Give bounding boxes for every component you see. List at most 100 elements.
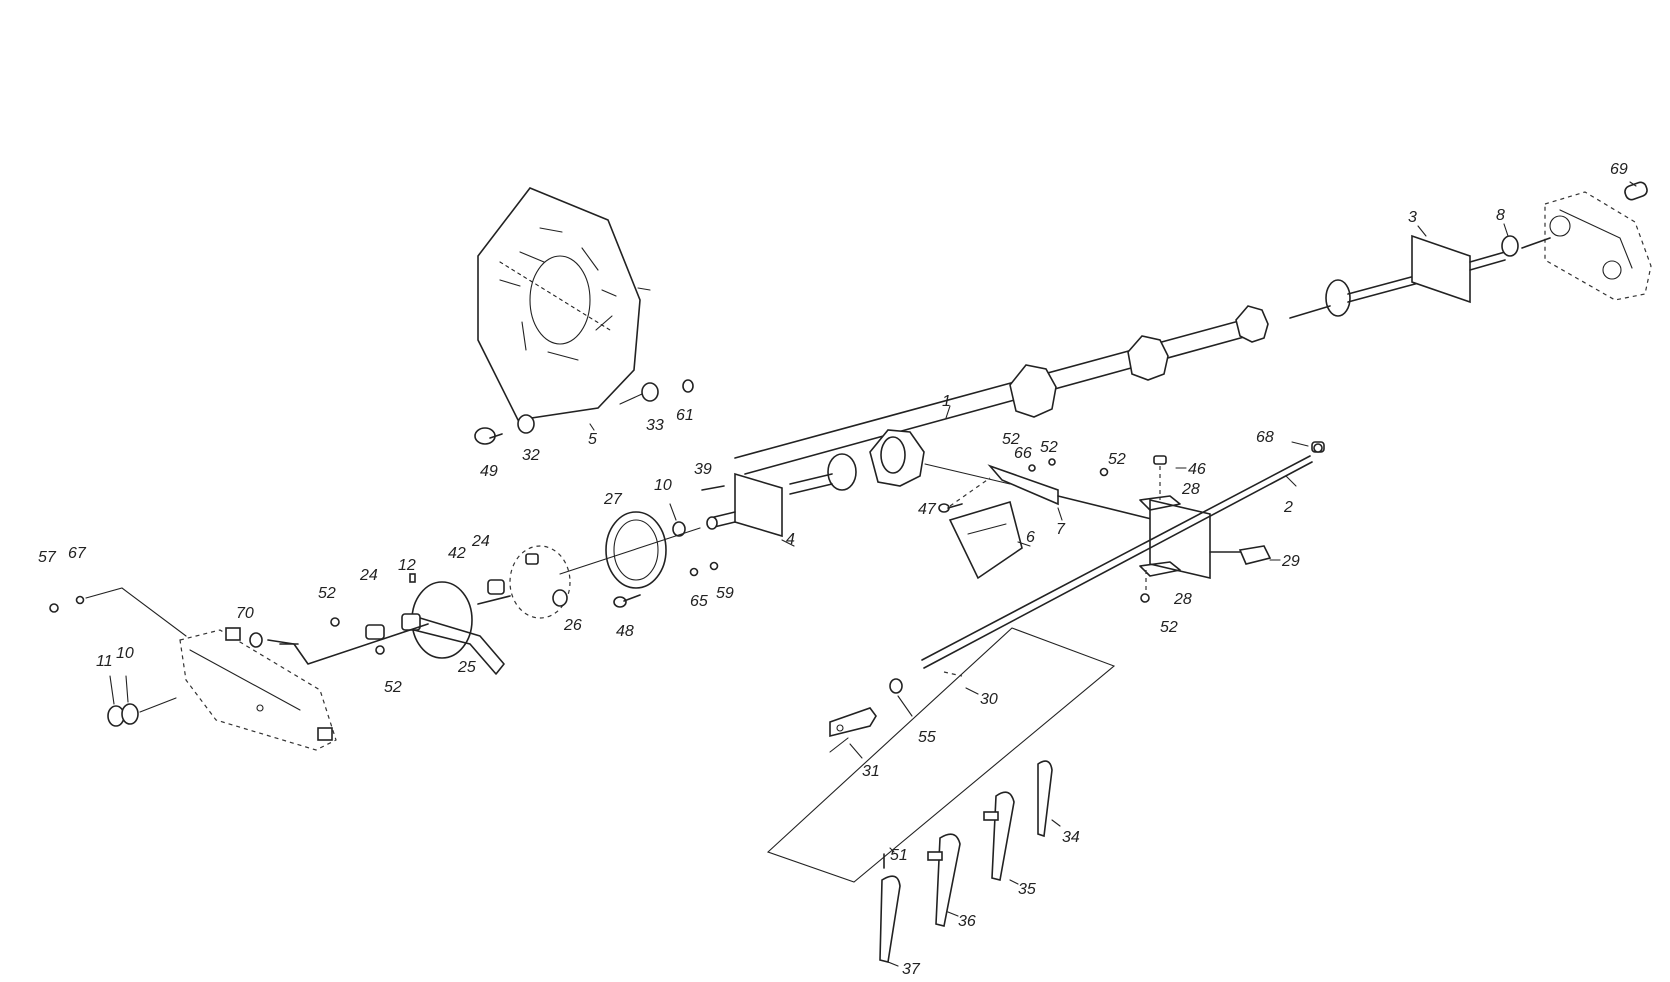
nut-52-bracket — [1048, 458, 1056, 466]
label-27: 27 — [603, 491, 623, 508]
label-5: 5 — [588, 431, 597, 448]
label-24-right: 24 — [471, 533, 490, 550]
label-7: 7 — [1056, 521, 1066, 538]
flange-plate-4 — [706, 472, 783, 538]
octagon-panel-5 — [477, 187, 651, 421]
label-26: 26 — [563, 617, 582, 634]
tine-36 — [927, 833, 961, 927]
tine-plane — [766, 627, 1116, 883]
pin-30 — [943, 671, 963, 677]
label-1: 1 — [942, 393, 951, 410]
crank-31 — [829, 707, 877, 753]
nut-59 — [709, 561, 719, 571]
label-57: 57 — [38, 549, 57, 566]
label-3: 3 — [1408, 209, 1417, 226]
label-11: 11 — [96, 653, 113, 670]
lever-arm — [267, 623, 429, 665]
nut-68 — [1313, 443, 1323, 453]
bearing-11-10 — [107, 697, 177, 727]
main-tube — [734, 271, 1431, 495]
coupling-24a — [365, 624, 385, 640]
label-69: 69 — [1610, 161, 1628, 178]
bushing-69 — [1624, 181, 1648, 201]
part-labels: 1 2 3 4 5 6 7 8 10 10 11 12 24 24 25 26 … — [38, 161, 1628, 978]
label-30: 30 — [980, 691, 998, 708]
nut-57 — [49, 603, 59, 613]
coupling-24b — [487, 579, 505, 595]
label-28-bottom: 28 — [1173, 591, 1192, 608]
label-6: 6 — [1026, 529, 1035, 546]
label-37: 37 — [902, 961, 921, 978]
nut-52-arm — [1099, 467, 1109, 477]
label-10-left: 10 — [116, 645, 134, 662]
label-52-rod: 52 — [1002, 431, 1020, 448]
label-8: 8 — [1496, 207, 1505, 224]
tine-35 — [983, 791, 1015, 881]
label-10-ring: 10 — [654, 477, 672, 494]
tine-37 — [879, 875, 901, 963]
label-2: 2 — [1283, 499, 1293, 516]
ring-8 — [1501, 235, 1519, 257]
label-31: 31 — [862, 763, 880, 780]
label-52-clamp: 52 — [1160, 619, 1178, 636]
label-48: 48 — [616, 623, 634, 640]
washer-70 — [249, 632, 263, 648]
label-28-top: 28 — [1181, 481, 1200, 498]
label-29: 29 — [1281, 553, 1300, 570]
clevis-29 — [1209, 545, 1272, 565]
label-34: 34 — [1062, 829, 1080, 846]
pin-42 — [477, 595, 511, 605]
bolt-46 — [1153, 455, 1167, 465]
pin-66 — [1028, 464, 1036, 472]
label-49: 49 — [480, 463, 498, 480]
label-59: 59 — [716, 585, 734, 602]
tine-34 — [1037, 760, 1053, 838]
washer-10 — [672, 521, 686, 537]
bolt-39 — [701, 485, 725, 491]
panel-hardware — [474, 379, 694, 445]
label-24-left: 24 — [359, 567, 378, 584]
label-61: 61 — [676, 407, 694, 424]
label-36: 36 — [958, 913, 976, 930]
label-67: 67 — [68, 545, 87, 562]
label-51: 51 — [890, 847, 908, 864]
nut-52-left — [330, 617, 340, 627]
nut-52-lower — [375, 645, 385, 655]
bolt-48 — [613, 594, 641, 608]
label-70: 70 — [236, 605, 254, 622]
label-52-lower: 52 — [384, 679, 402, 696]
label-55: 55 — [918, 729, 936, 746]
label-52-arm: 52 — [1108, 451, 1126, 468]
end-plate-3 — [1411, 234, 1506, 304]
label-42: 42 — [448, 545, 466, 562]
label-35: 35 — [1018, 881, 1036, 898]
nut-65 — [689, 567, 699, 577]
label-32: 32 — [522, 447, 540, 464]
label-25: 25 — [457, 659, 476, 676]
gearbox-housing — [1521, 191, 1652, 301]
washer-55 — [889, 678, 903, 694]
bracket-6 — [948, 500, 1023, 580]
bearing-ring-27 — [605, 511, 667, 589]
nut-52-clamp — [1140, 593, 1150, 603]
drive-disc — [401, 581, 505, 675]
label-66: 66 — [1014, 445, 1032, 462]
bolt-47 — [938, 503, 963, 513]
label-47: 47 — [918, 501, 937, 518]
pin-12 — [409, 573, 416, 583]
label-46: 46 — [1188, 461, 1206, 478]
label-12: 12 — [398, 557, 416, 574]
washer-67 — [75, 595, 85, 605]
label-52-bracket: 52 — [1040, 439, 1058, 456]
label-65: 65 — [690, 593, 708, 610]
dashed-cover-26 — [509, 545, 571, 619]
label-68: 68 — [1256, 429, 1274, 446]
label-52-left: 52 — [318, 585, 336, 602]
label-4: 4 — [786, 531, 795, 548]
left-frame — [179, 627, 337, 751]
label-39: 39 — [694, 461, 712, 478]
label-33: 33 — [646, 417, 664, 434]
clamp-plate-28 — [1139, 466, 1211, 594]
